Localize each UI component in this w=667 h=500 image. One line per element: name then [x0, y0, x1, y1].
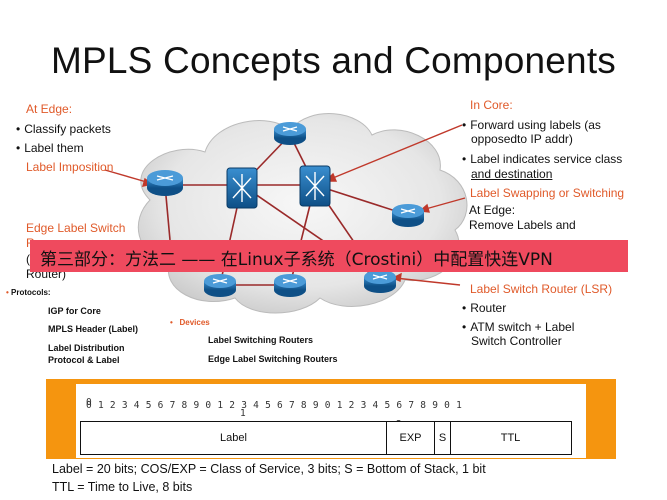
remove-labels: Remove Labels and	[469, 218, 576, 232]
protocols-heading: • Protocols:	[6, 288, 51, 297]
at-edge-item: Classify packets	[16, 122, 111, 136]
at-edge-item: Label them	[16, 141, 83, 155]
edge-lsr-heading: Edge Label Switch	[26, 221, 126, 235]
devices-item: Label Switching Routers	[208, 335, 314, 345]
lsr-item: Router	[462, 301, 506, 315]
slide-title: MPLS Concepts and Components	[50, 40, 617, 81]
devices-heading: • Devices	[170, 318, 210, 327]
in-core-heading: In Core:	[470, 98, 513, 112]
label-switch-router-icon	[226, 167, 258, 209]
bit-tens-row: 0 1 2 3	[86, 386, 576, 441]
lsr-item-cont: Switch Controller	[471, 334, 562, 348]
protocols-item: Label Distribution	[48, 343, 125, 353]
at-edge-heading: At Edge:	[26, 102, 73, 116]
label-imposition: Label Imposition	[26, 160, 114, 174]
lsr-item: ATM switch + Label	[462, 320, 574, 334]
bit-tens-label: 1	[240, 408, 246, 419]
field-description	[46, 459, 616, 500]
router-icon	[392, 204, 424, 227]
at-edge-2: At Edge:	[469, 203, 516, 217]
in-core-item-cont: and destination	[471, 167, 553, 181]
router-icon	[364, 270, 396, 293]
bit-tens-label: 0	[86, 397, 92, 408]
edge-lsr-paren: (	[26, 252, 30, 266]
router-icon	[204, 274, 236, 297]
devices-item: Edge Label Switching Routers	[208, 354, 338, 364]
description-line: TTL = Time to Live, 8 bits	[52, 480, 193, 494]
label-swapping: Label Swapping or Switching	[470, 186, 625, 200]
field-s: S	[435, 422, 451, 454]
router-icon	[274, 122, 306, 145]
description-line: Label = 20 bits; COS/EXP = Class of Serv…	[52, 462, 486, 476]
field-ttl: TTL	[500, 432, 521, 444]
protocols-item: IGP for Core	[48, 306, 101, 316]
in-core-item: Forward using labels (as	[462, 118, 601, 132]
router-icon	[147, 170, 183, 196]
field-exp: EXP	[387, 422, 435, 454]
lsr-heading: Label Switch Router (LSR)	[470, 282, 613, 296]
router-icon	[274, 274, 306, 297]
in-core-item-cont: opposedto IP addr)	[471, 132, 573, 146]
protocols-heading-text: Protocols:	[11, 288, 51, 297]
overlay-banner-text: 第三部分：方法二 —— 在Linux子系统（Crostini）中配置快连VPN	[40, 250, 553, 270]
field-label: Label	[81, 422, 387, 454]
in-core-item: Label indicates service class	[462, 152, 622, 166]
protocols-item: Protocol & Label	[48, 355, 120, 365]
protocols-item: MPLS Header (Label)	[48, 324, 139, 334]
mpls-header-fields: Label EXP S TTL	[80, 421, 572, 455]
devices-heading-text: Devices	[179, 318, 210, 327]
label-switch-router-icon	[299, 165, 331, 207]
overlay-banner	[30, 240, 628, 272]
bit-ones-row: 0 1 2 3 4 5 6 7 8 9 0 1 2 3 4 5 6 7 8 9 …	[86, 400, 463, 411]
